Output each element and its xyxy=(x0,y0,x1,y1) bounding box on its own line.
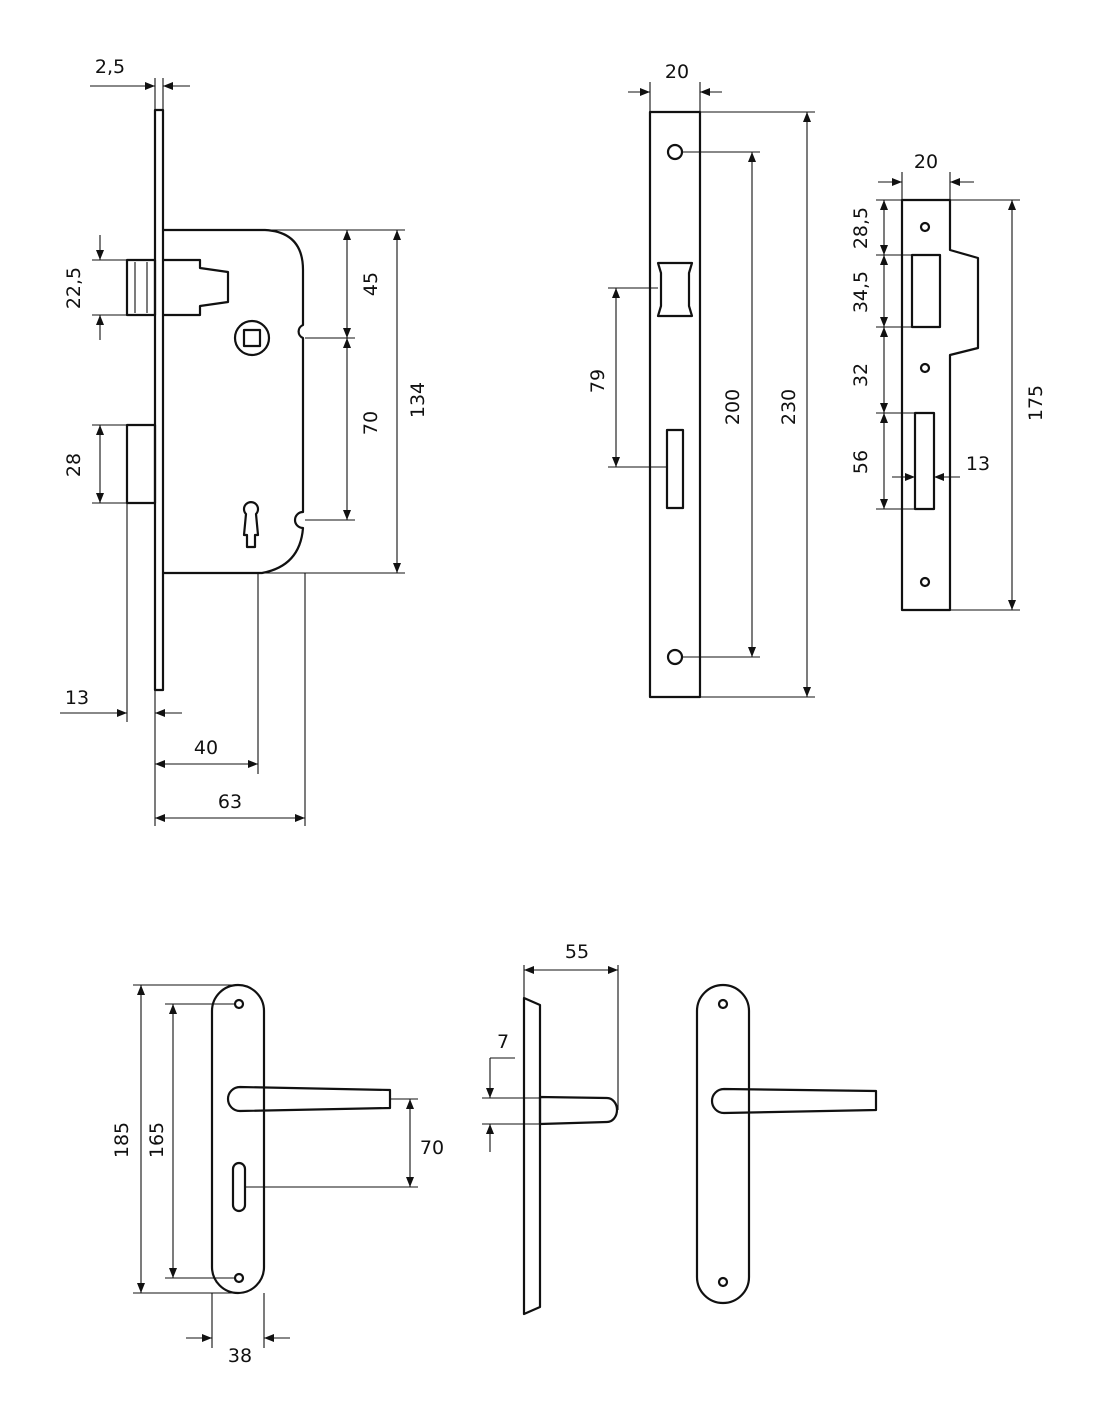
strike-top-offset-label: 28,5 xyxy=(850,207,872,249)
backplate-bottom-hole xyxy=(233,1272,245,1284)
strike-width-label: 20 xyxy=(914,151,938,173)
handle-back-view xyxy=(695,983,878,1305)
latch-bolt xyxy=(125,258,157,317)
handle-side-labels: 55 7 xyxy=(497,941,589,1053)
strike-bottom-hole xyxy=(919,576,931,588)
deadbolt xyxy=(125,423,157,505)
faceplate xyxy=(648,110,702,699)
bottom-screw-hole xyxy=(666,648,684,666)
screw-spacing-label: 200 xyxy=(722,389,744,425)
handle-projection-label: 55 xyxy=(565,941,589,963)
strike-bolt-slot-width-label: 13 xyxy=(966,453,990,475)
faceplate-width-label: 20 xyxy=(665,61,689,83)
latch-height-label: 22,5 xyxy=(63,267,85,309)
latch-slot xyxy=(656,261,694,318)
lock-body-dimensions xyxy=(60,78,405,826)
handle-front-dimensions xyxy=(133,984,418,1348)
faceplate-length-label: 230 xyxy=(778,389,800,425)
strike-gap-label: 32 xyxy=(850,363,872,387)
top-screw-hole xyxy=(666,143,684,161)
lever-handle xyxy=(226,1085,392,1113)
strike-latch-opening xyxy=(910,253,942,329)
spindle-square xyxy=(242,328,262,348)
handle-side-dimensions xyxy=(482,965,619,1152)
lock-case xyxy=(163,228,305,575)
lever-thickness-label: 7 xyxy=(497,1031,509,1053)
strike-top-hole xyxy=(919,221,931,233)
back-backplate xyxy=(695,983,751,1305)
lock-body-view xyxy=(125,108,305,692)
strike-bolt-slot-label: 56 xyxy=(850,450,872,474)
back-top-hole xyxy=(717,998,729,1010)
strike-plate xyxy=(900,198,980,612)
strike-length-label: 175 xyxy=(1025,385,1047,421)
backplate-top-hole xyxy=(233,998,245,1010)
bolt-projection-label: 13 xyxy=(65,687,89,709)
lock-body-labels: 2,5 22,5 28 45 70 134 13 40 63 xyxy=(63,56,429,813)
back-lever xyxy=(710,1087,878,1115)
slot-spacing-label: 79 xyxy=(587,369,609,393)
faceplate-dimensions xyxy=(608,82,815,698)
spindle-to-keyhole-label: 70 xyxy=(360,411,382,435)
handle-length-label: 185 xyxy=(111,1122,133,1158)
faceplate-thickness-label: 2,5 xyxy=(95,56,125,78)
faceplate-edge xyxy=(153,108,165,692)
latch-mechanism xyxy=(163,258,230,317)
strike-bolt-opening xyxy=(913,411,936,511)
strike-middle-hole xyxy=(919,362,931,374)
handle-side-view xyxy=(522,996,619,1316)
strike-plate-labels: 20 28,5 34,5 32 56 13 175 xyxy=(850,151,1047,475)
strike-latch-slot-label: 34,5 xyxy=(850,271,872,313)
side-backplate xyxy=(522,996,542,1316)
strike-plate-view xyxy=(900,198,980,612)
key-escutcheon xyxy=(231,1161,247,1213)
spindle-hub xyxy=(233,319,271,357)
handle-backplate xyxy=(210,983,266,1295)
strike-plate-dimensions xyxy=(876,172,1020,611)
handle-to-keyhole-label: 70 xyxy=(420,1137,444,1159)
spindle-to-top-label: 45 xyxy=(360,272,382,296)
bolt-slot xyxy=(665,428,685,510)
faceplate-view xyxy=(648,110,702,699)
handle-screw-spacing-label: 165 xyxy=(146,1122,168,1158)
faceplate-labels: 20 79 200 230 xyxy=(587,61,800,425)
handle-front-labels: 185 165 70 38 xyxy=(111,1122,444,1367)
back-bottom-hole xyxy=(717,1276,729,1288)
backset-label: 40 xyxy=(194,737,218,759)
keyhole xyxy=(242,501,260,549)
handle-width-label: 38 xyxy=(228,1345,252,1367)
handle-front-view xyxy=(210,983,392,1295)
deadbolt-height-label: 28 xyxy=(63,453,85,477)
side-lever xyxy=(538,1095,619,1126)
case-height-label: 134 xyxy=(407,382,429,418)
case-depth-label: 63 xyxy=(218,791,242,813)
